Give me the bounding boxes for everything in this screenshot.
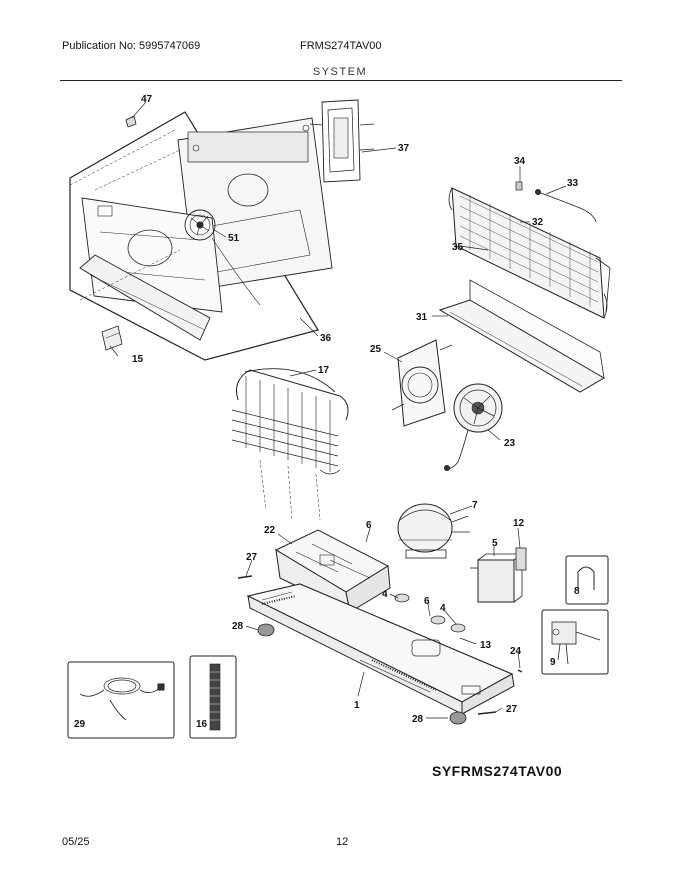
grommets — [394, 593, 466, 633]
evaporator-coil — [448, 187, 611, 319]
callout-35: 35 — [452, 242, 464, 253]
part-24 — [517, 669, 523, 673]
inset-part-9 — [541, 609, 609, 675]
callout-27-bottom: 27 — [506, 704, 518, 715]
callout-47: 47 — [141, 94, 153, 105]
callout-24: 24 — [510, 646, 522, 657]
callout-13: 13 — [480, 640, 492, 651]
callout-25: 25 — [370, 344, 382, 355]
callout-51: 51 — [228, 233, 240, 244]
inset-part-29 — [67, 661, 175, 739]
footer-date: 05/25 — [62, 836, 90, 848]
callout-16: 16 — [196, 719, 208, 730]
callout-31: 31 — [416, 312, 428, 323]
inset-part-16 — [189, 655, 237, 739]
base-plate — [246, 583, 515, 715]
part-47 — [125, 115, 137, 128]
callout-27-top: 27 — [246, 552, 258, 563]
fan-bracket — [391, 339, 453, 427]
exploded-parts-diagram: 47 37 34 33 32 35 51 31 36 15 25 17 23 7… — [67, 94, 611, 739]
compressor — [397, 503, 470, 559]
callout-37: 37 — [398, 143, 410, 154]
condenser-coil — [231, 368, 349, 521]
callout-34: 34 — [514, 156, 526, 167]
page-number: 12 — [336, 836, 349, 848]
publication-number: Publication No: 5995747069 — [62, 40, 201, 52]
evaporator-cover-assembly — [69, 111, 333, 361]
callout-15: 15 — [132, 354, 144, 365]
callout-7: 7 — [472, 500, 478, 511]
part-37 — [309, 99, 375, 183]
callout-6: 6 — [366, 520, 372, 531]
inset-part-8 — [565, 555, 609, 605]
callout-4-left: 4 — [382, 589, 388, 600]
condenser-fan — [444, 383, 503, 471]
callout-33: 33 — [567, 178, 579, 189]
part-15 — [101, 325, 123, 351]
drain-tray — [438, 279, 605, 393]
screws — [237, 575, 497, 715]
callout-5: 5 — [492, 538, 498, 549]
parts-34-33 — [515, 181, 597, 223]
callout-28-bottom: 28 — [412, 714, 424, 725]
callout-32: 32 — [532, 217, 544, 228]
callout-6-lower: 6 — [424, 596, 430, 607]
callout-29: 29 — [74, 719, 86, 730]
callout-9: 9 — [550, 657, 556, 668]
callout-17: 17 — [318, 365, 330, 376]
callout-12: 12 — [513, 518, 525, 529]
callout-22: 22 — [264, 525, 276, 536]
diagram-code: SYFRMS274TAV00 — [432, 763, 563, 779]
rollers — [257, 623, 467, 725]
header-rule — [60, 80, 622, 81]
control-box — [274, 529, 391, 613]
callout-23: 23 — [504, 438, 516, 449]
part-5-12 — [470, 547, 527, 603]
callout-4-right: 4 — [440, 603, 446, 614]
callout-1: 1 — [354, 700, 360, 711]
callout-labels: 47 37 34 33 32 35 51 31 36 15 25 17 23 7… — [74, 94, 580, 730]
callout-28-left: 28 — [232, 621, 244, 632]
leader-lines — [109, 101, 567, 719]
model-number: FRMS274TAV00 — [300, 40, 382, 52]
section-title: SYSTEM — [312, 66, 368, 78]
callout-36: 36 — [320, 333, 332, 344]
callout-8: 8 — [574, 586, 580, 597]
